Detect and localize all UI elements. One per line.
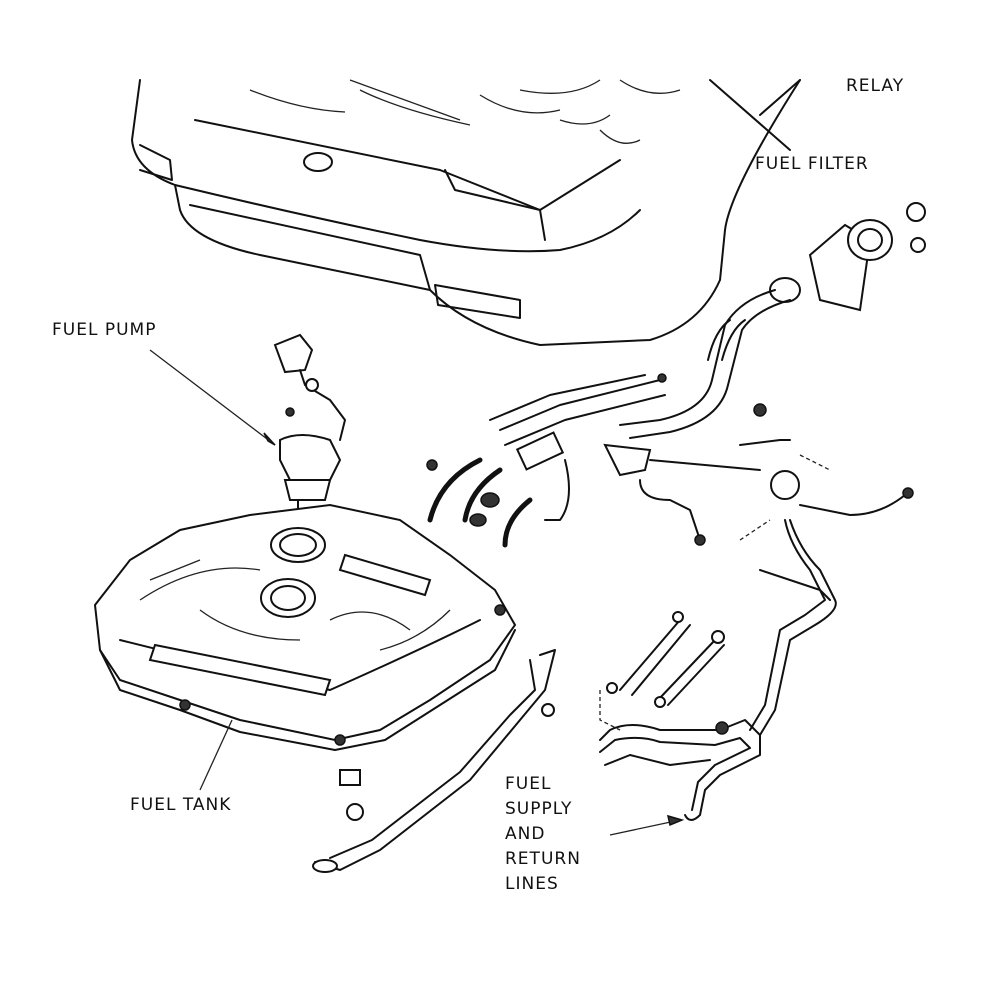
hoses (426, 373, 767, 548)
label-fuel-filter: FUEL FILTER (755, 154, 869, 174)
leader-lines (149, 349, 685, 836)
supply-return-lines (599, 439, 914, 821)
label-relay: RELAY (846, 76, 905, 96)
label-line: SUPPLY (505, 799, 573, 819)
label-fuel-tank: FUEL TANK (130, 795, 232, 815)
label-fuel-supply-return-lines: FUEL SUPPLY AND RETURN LINES (505, 772, 581, 897)
fuel-tank (93, 503, 517, 751)
car-body (131, 79, 801, 346)
label-fuel-pump: FUEL PUMP (52, 320, 157, 340)
label-line: AND (505, 824, 546, 844)
label-line: LINES (505, 874, 559, 894)
filler-neck (619, 202, 926, 439)
fuel-pump (273, 333, 346, 526)
label-line: RETURN (505, 849, 581, 869)
label-line: FUEL (505, 774, 552, 794)
tank-strap (312, 649, 556, 873)
